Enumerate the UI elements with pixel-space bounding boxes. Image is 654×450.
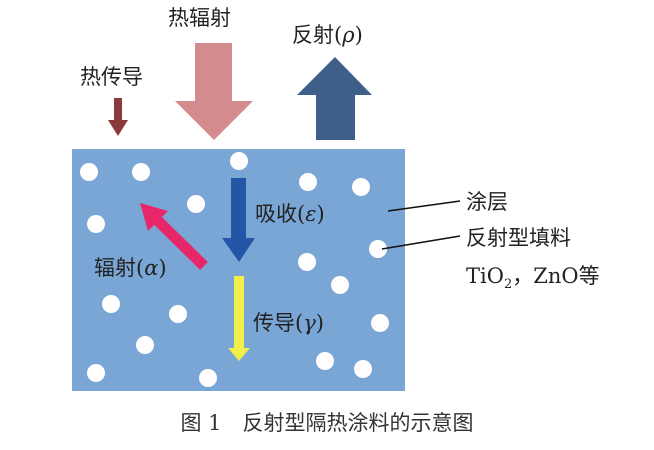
heat-radiation-arrow [175,43,253,140]
filler-particle [132,163,150,181]
reflective-filler-label: 反射型填料 [466,226,571,250]
filler-particle [187,195,205,213]
filler-particle [136,336,154,354]
absorption-symbol: ε [305,202,317,226]
reflection-label: 反射(ρ) [292,23,363,47]
radiation-label: 辐射(α) [94,256,167,280]
reflection-text: 反射 [292,23,334,47]
reflection-arrow [297,57,372,140]
filler-examples-label: TiO2，ZnO等 [466,264,600,293]
filler-particle [371,314,389,332]
coating-leader-line [387,200,461,212]
heat-conduction-label: 热传导 [80,65,143,89]
filler-suffix: ，ZnO等 [512,264,600,288]
figure-caption: 图 1 反射型隔热涂料的示意图 [180,411,474,435]
conduction-label: 传导(γ) [253,311,324,335]
filler-particle [354,360,372,378]
radiation-arrow [140,203,208,270]
filler-particle [87,215,105,233]
filler-particles [80,152,389,387]
reflection-symbol: ρ [342,23,355,47]
filler-leader-line [381,235,461,250]
conduction-arrow [228,276,250,361]
filler-particle [331,276,349,294]
filler-particle [369,240,387,258]
heat-radiation-label: 热辐射 [168,6,231,30]
radiation-symbol: α [144,256,159,280]
filler-particle [102,295,120,313]
coating-label: 涂层 [466,190,508,214]
conduction-text: 传导 [253,311,295,335]
absorption-label: 吸收(ε) [255,202,325,226]
absorption-text: 吸收 [255,202,297,226]
conduction-symbol: γ [303,311,316,335]
filler-particle [199,369,217,387]
heat-conduction-arrow [108,98,128,136]
filler-prefix: TiO [466,264,504,288]
filler-particle [169,305,187,323]
radiation-text: 辐射 [94,256,136,280]
filler-subscript: 2 [503,277,513,293]
filler-particle [87,364,105,382]
filler-particle [352,178,370,196]
absorption-arrow [222,178,255,262]
filler-particle [298,253,316,271]
filler-particle [299,173,317,191]
filler-particle [80,163,98,181]
filler-particle [230,152,248,170]
filler-particle [316,352,334,370]
